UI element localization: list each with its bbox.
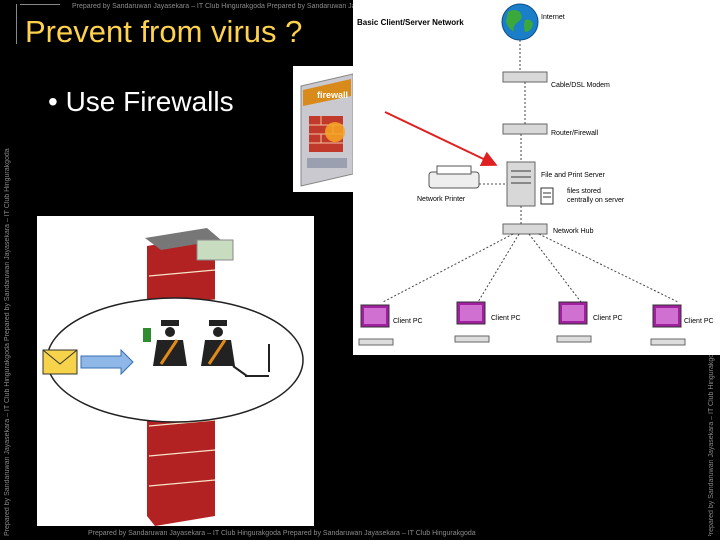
label-modem: Cable/DSL Modem [551, 82, 610, 89]
label-internet: Internet [541, 14, 565, 21]
label-hub: Network Hub [553, 228, 593, 235]
label-server: File and Print Server [541, 172, 605, 179]
network-diagram: Basic Client/Server Network Internet Cab… [353, 0, 720, 355]
network-title: Basic Client/Server Network [357, 18, 464, 27]
label-printer: Network Printer [417, 196, 465, 203]
modem-device-icon [503, 72, 547, 82]
label-client-pc-4: Client PC [684, 318, 714, 325]
watermark-bottom: Prepared by Sandaruwan Jayasekara – IT C… [88, 530, 476, 537]
envelope-icon [43, 350, 77, 374]
title-rule-left [20, 4, 60, 5]
router-device-icon [503, 124, 547, 134]
files-document-icon [541, 188, 553, 204]
watermark-left: Prepared by Sandaruwan Jayasekara – IT C… [4, 56, 11, 536]
watermark-right: Prepared by Sandaruwan Jayasekara – IT C… [708, 346, 715, 536]
label-files-note-1: files stored [567, 188, 601, 195]
internet-globe-icon [502, 4, 538, 40]
bullet-use-firewalls: • Use Firewalls [48, 86, 234, 118]
label-client-pc-1: Client PC [393, 318, 423, 325]
hub-device-icon [503, 224, 547, 234]
side-rule-left [16, 4, 17, 44]
label-files-note-2: centrally on server [567, 197, 624, 204]
slide-title: Prevent from virus ? [25, 14, 302, 50]
label-router: Router/Firewall [551, 130, 598, 137]
product-box-brand: firewall [317, 90, 348, 100]
firewall-illustration [37, 216, 314, 526]
label-client-pc-3: Client PC [593, 315, 623, 322]
watermark-top: Prepared by Sandaruwan Jayasekara – IT C… [72, 3, 355, 10]
printer-icon [429, 166, 479, 188]
label-client-pc-2: Client PC [491, 315, 521, 322]
